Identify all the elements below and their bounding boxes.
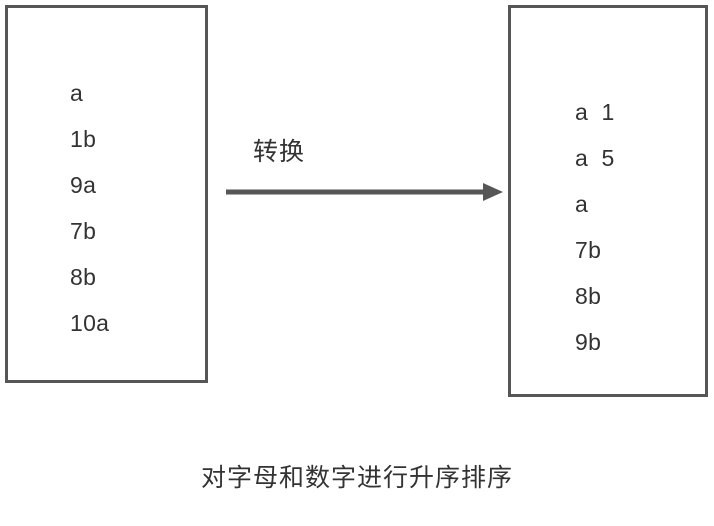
right-arrow-icon [226,183,503,201]
diagram-caption: 对字母和数字进行升序排序 [200,464,513,492]
output-list: a 1 a 5 a 7b 8b 9b [575,89,615,365]
list-item: 7b [70,218,97,244]
list-item: a [575,191,589,217]
list-item: 8b [575,283,602,309]
list-item: a 5 [575,145,615,171]
list-item: 7b [575,237,602,263]
arrow-label: 转换 [253,138,306,166]
input-box [5,5,208,383]
list-item: 9b [575,329,602,355]
output-box: a 1 a 5 a 7b 8b 9b [508,5,708,397]
list-item: a 1 [575,99,615,125]
list-item: 8b [70,264,97,290]
input-list: a 1b 9a 7b 8b 10a [70,70,109,346]
list-item: 10a [70,310,110,336]
list-item: a [70,80,84,106]
list-item: 1b [70,126,97,152]
transform-arrow [222,172,508,212]
list-item: 9a [70,172,97,198]
